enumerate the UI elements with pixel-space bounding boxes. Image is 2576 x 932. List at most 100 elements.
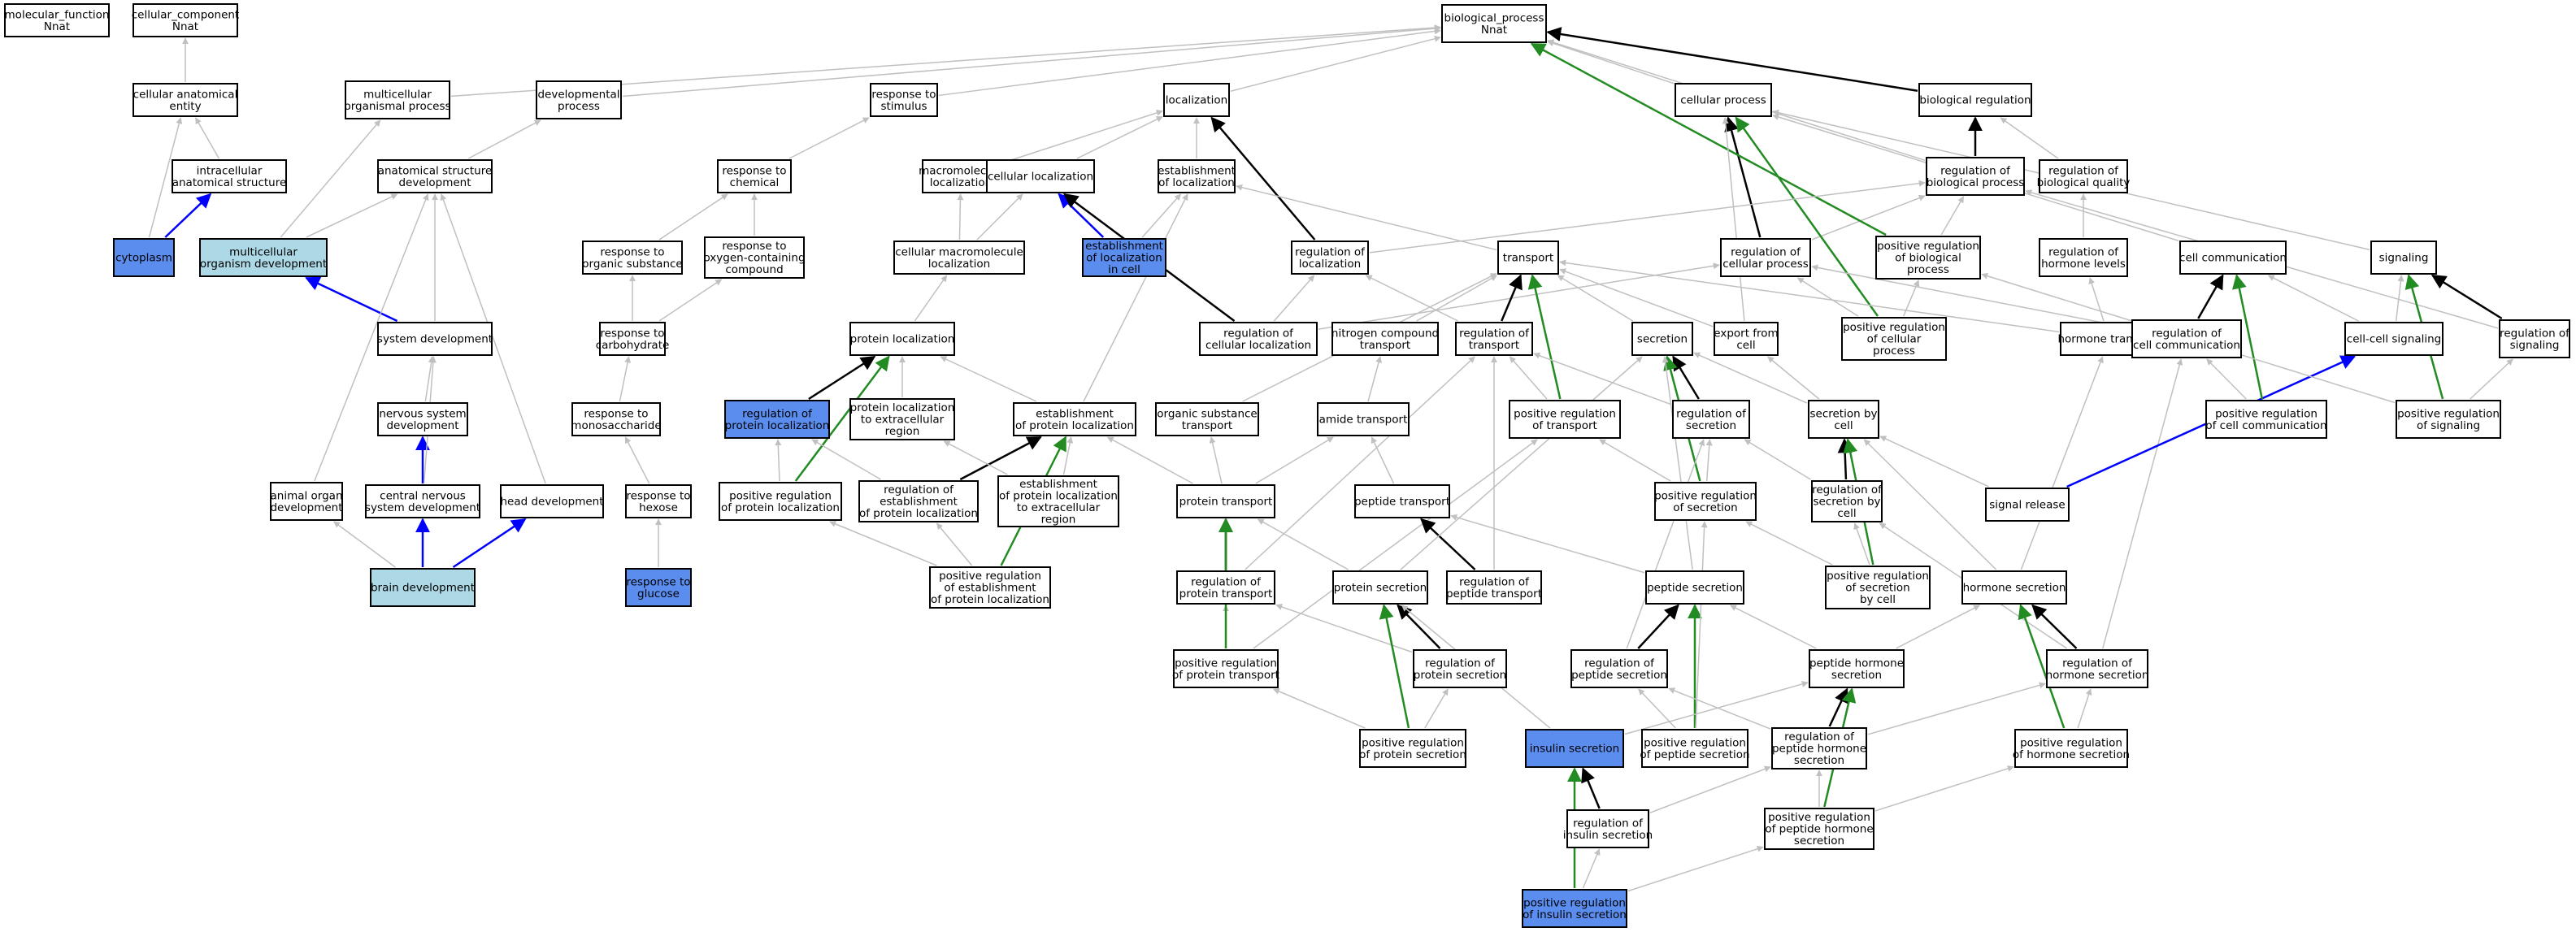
go-term-node-peps[interactable]: peptide secretion [1645, 570, 1744, 605]
go-term-node-is[interactable]: insulin secretion [1525, 729, 1624, 768]
node-box [1926, 157, 2025, 196]
node-box [1641, 729, 1748, 768]
go-term-node-sec[interactable]: secretion [1631, 322, 1693, 356]
go-term-node-hd[interactable]: head development [500, 484, 604, 518]
go-term-node-hs[interactable]: hormone secretion [1961, 570, 2067, 605]
go-term-node-sysd[interactable]: system development [377, 322, 493, 356]
go-term-node-pt[interactable]: protein transport [1176, 484, 1275, 518]
go-term-node-cp[interactable]: cellular process [1675, 83, 1772, 117]
go-term-node-br[interactable]: biological regulation [1918, 83, 2032, 117]
node-label-line: establishment [1158, 164, 1236, 177]
go-term-node-pl[interactable]: protein localization [849, 322, 955, 356]
go-term-node-cl[interactable]: cellular localization [986, 159, 1095, 193]
node-label-line: protein transport [1179, 587, 1273, 600]
go-term-node-ps[interactable]: protein secretion [1332, 570, 1428, 605]
go-term-node-cyto[interactable]: cytoplasm [113, 238, 175, 277]
node-label-line: process [1907, 263, 1949, 276]
node-label-line: biological quality [2037, 176, 2131, 189]
go-term-node-bd[interactable]: brain development [370, 568, 476, 607]
edge-aod-to-asd [314, 193, 429, 482]
node-label-line: response to [584, 407, 648, 420]
go-term-node-trans[interactable]: transport [1497, 241, 1559, 275]
go-term-node-pept[interactable]: peptide transport [1354, 484, 1450, 518]
go-term-node-at[interactable]: amide transport [1317, 402, 1410, 436]
go-term-node-ccom[interactable]: cell communication [2179, 241, 2287, 275]
go-term-node-sr[interactable]: signal release [1985, 488, 2070, 522]
go-term-node-loc[interactable]: localization [1163, 83, 1230, 117]
edge-devp-to-bp [622, 25, 1441, 98]
go-term-node-sig[interactable]: signaling [2370, 241, 2437, 275]
go-term-node-ccs[interactable]: cell-cell signaling [2344, 322, 2444, 356]
node-label-line: regulation of [1676, 407, 1747, 420]
edge-cmml-to-cl [976, 193, 1023, 241]
edge-prsbc-to-prs [1745, 521, 1833, 566]
